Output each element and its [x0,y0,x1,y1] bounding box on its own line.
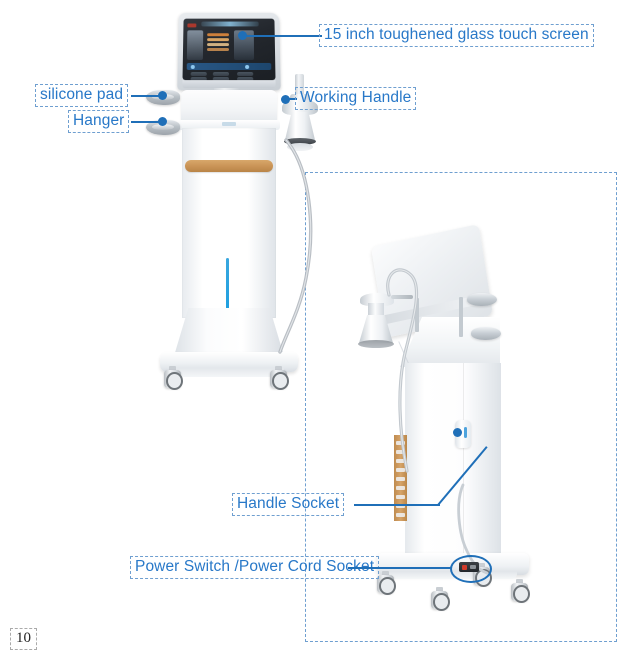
screen-button[interactable] [212,72,229,77]
callout-touch-screen: 15 inch toughened glass touch screen [319,24,594,48]
base-shadow [174,368,284,377]
lower-flare-panel [174,308,284,356]
callout-working-handle: Working Handle [295,87,417,111]
leader-line-touch-screen [242,35,322,37]
hanger-hook-lower-right [471,327,501,340]
cabinet-side-body [405,363,501,558]
leader-line-handle-socket [354,504,440,506]
callout-handle-socket: Handle Socket [232,493,345,517]
leader-dot-silicone-pad [158,91,167,100]
hanger-stem [415,298,419,332]
screen-orange-bar-3 [207,43,229,47]
screen-orange-bar-1 [207,33,229,37]
power-switch-rocker[interactable] [462,565,467,570]
handle-cable-front [278,138,313,354]
cabinet-side-edge [463,363,464,558]
leader-dot-touch-screen [238,31,247,40]
caster-wheel [270,366,289,390]
power-socket-pins [470,565,476,569]
tower-body [182,128,276,318]
leader-dot-handle-socket [453,428,462,437]
callout-hanger: Hanger [68,110,130,134]
monitor-bezel [177,12,281,91]
brand-logo [222,122,236,126]
handle-socket-connector[interactable] [455,420,471,448]
hanger-hook-upper-right [467,293,497,306]
screen-button[interactable] [190,72,207,77]
screen-tab-dot-right [245,64,250,69]
leader-dot-working-handle [281,95,290,104]
screen-alert-chip [187,23,197,28]
power-cord-socket[interactable] [459,562,479,572]
screen-title-bar [201,21,259,27]
handle-hanger [146,120,180,135]
leader-line-working-handle [288,98,297,100]
screen-tab-dot-left [190,64,195,69]
callout-power-switch: Power Switch /Power Cord Socket [130,556,380,580]
leader-line-silicone-pad [131,95,163,97]
vent-grille [396,439,405,517]
led-indicator-strip [226,258,229,310]
working-handle-parked [355,275,397,355]
base-plate [160,352,298,372]
screen-orange-bar-2 [207,38,229,42]
handle-support-bar [391,295,413,299]
touch-screen-display[interactable] [182,18,276,81]
callout-silicone-pad: silicone pad [35,84,129,108]
page-number: 10 [10,628,37,650]
screen-orange-bar-4 [207,48,229,51]
handle-socket-indicator [464,427,467,438]
working-handle-applicator [278,74,322,156]
hanger-stem [459,297,463,337]
leader-line-power-switch [348,567,452,569]
front-view-machine [138,8,318,408]
screen-button-row-1 [190,72,268,77]
leader-dot-hanger [158,117,167,126]
screen-tab-bar[interactable] [186,62,272,70]
caster-wheel [377,571,396,595]
caster-wheel [431,587,450,611]
screen-button[interactable] [237,72,254,77]
screen-body-figure [186,30,204,60]
gold-accent-bar [185,160,273,172]
leader-line-hanger [131,121,163,123]
side-view-detail-region [305,172,617,642]
caster-wheel [164,366,183,390]
power-socket-highlight [450,555,492,583]
upper-cabinet [181,90,277,124]
caster-wheel [511,579,530,603]
